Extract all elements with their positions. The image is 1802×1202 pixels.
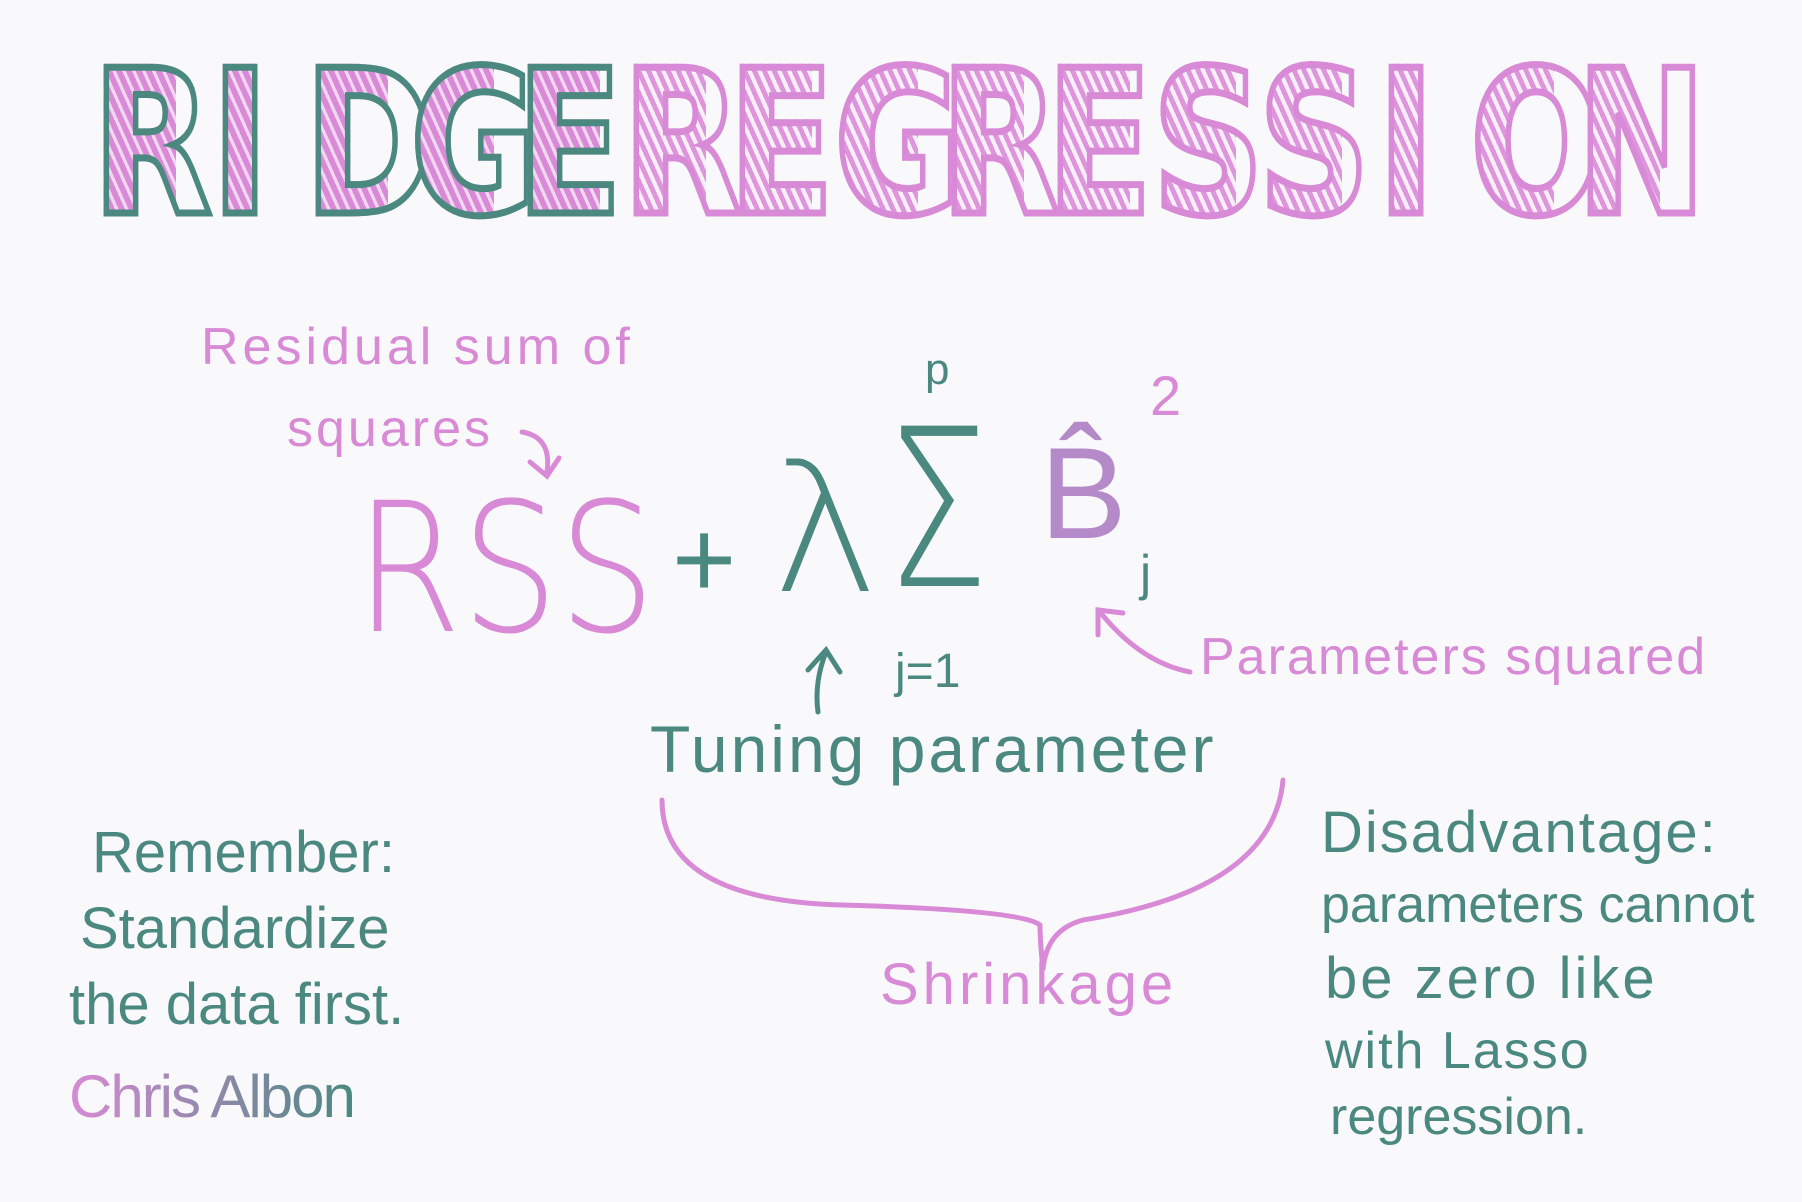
shrinkage-label: Shrinkage bbox=[880, 952, 1178, 1017]
formula-lower-limit: j=1 bbox=[895, 645, 961, 698]
shrinkage-brace bbox=[659, 777, 1286, 971]
formula-sigma: Σ bbox=[885, 382, 990, 638]
formula-subscript-j: j bbox=[1140, 545, 1152, 601]
remember-heading: Remember: bbox=[92, 820, 395, 885]
signature: Chris Albon bbox=[69, 1063, 356, 1130]
title-letter: I bbox=[198, 26, 282, 263]
disadvantage-heading: Disadvantage: bbox=[1321, 800, 1718, 865]
formula-beta-hat: B̂ bbox=[1040, 420, 1127, 566]
formula-upper-limit: p bbox=[925, 345, 950, 394]
remember-line3: the data first. bbox=[69, 972, 405, 1037]
formula-plus: + bbox=[672, 498, 737, 621]
disadvantage-line5: regression. bbox=[1330, 1088, 1588, 1146]
formula-exponent: 2 bbox=[1150, 364, 1182, 427]
rss-label-line2: squares bbox=[287, 400, 493, 458]
disadvantage-line4: with Lasso bbox=[1325, 1022, 1591, 1080]
formula-lambda: λ bbox=[772, 425, 879, 634]
title-letter: I bbox=[1364, 26, 1448, 263]
disadvantage-line3: be zero like bbox=[1325, 946, 1658, 1011]
rss-label-line1: Residual sum of bbox=[201, 318, 634, 376]
parameters-squared-label: Parameters squared bbox=[1200, 628, 1708, 686]
parameters-arrow bbox=[1095, 607, 1193, 675]
rss-arrow bbox=[519, 429, 562, 480]
formula-rss: RSS bbox=[355, 465, 656, 674]
tuning-parameter-label: Tuning parameter bbox=[650, 712, 1217, 786]
disadvantage-line2: parameters cannot bbox=[1321, 876, 1755, 934]
remember-line2: Standardize bbox=[80, 896, 390, 961]
tuning-arrow bbox=[805, 645, 843, 715]
